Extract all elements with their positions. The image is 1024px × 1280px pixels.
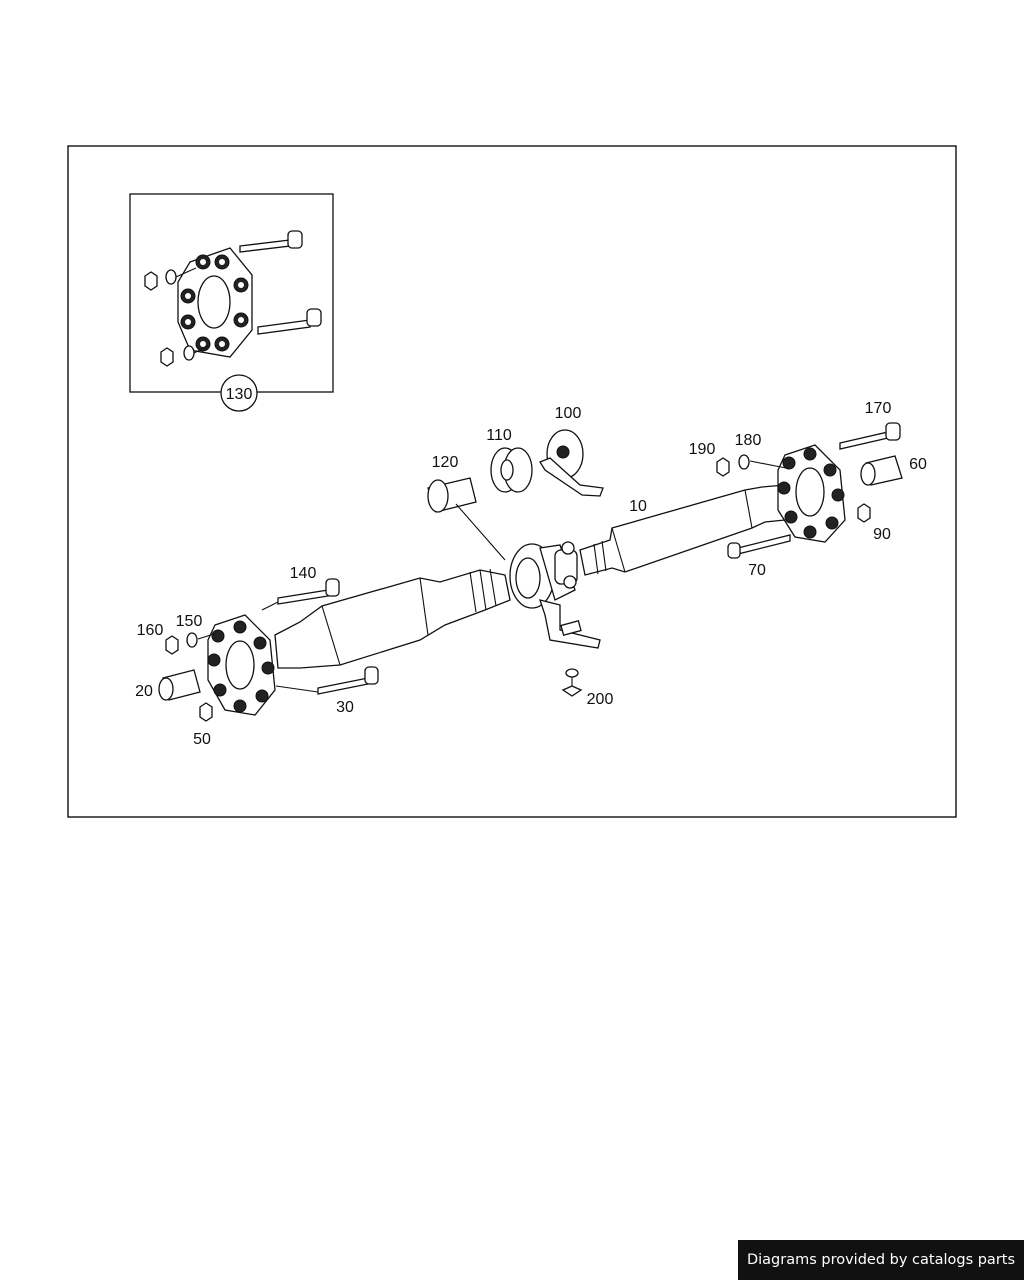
label-20: 20 bbox=[135, 683, 153, 700]
label-120: 120 bbox=[432, 454, 459, 471]
label-140: 140 bbox=[290, 565, 317, 582]
label-10: 10 bbox=[629, 498, 647, 515]
label-190: 190 bbox=[689, 441, 716, 458]
label-180: 180 bbox=[735, 432, 762, 449]
label-50: 50 bbox=[193, 731, 211, 748]
label-200: 200 bbox=[587, 691, 614, 708]
loose-parts bbox=[158, 422, 903, 722]
label-160: 160 bbox=[137, 622, 164, 639]
label-110: 110 bbox=[486, 427, 512, 444]
propeller-shaft bbox=[274, 484, 803, 669]
diagram-frame bbox=[67, 145, 957, 818]
label-170: 170 bbox=[865, 400, 892, 417]
label-30: 30 bbox=[336, 699, 354, 716]
label-150: 150 bbox=[176, 613, 203, 630]
label-90: 90 bbox=[873, 526, 891, 543]
label-70: 70 bbox=[748, 562, 766, 579]
credit-banner: Diagrams provided by catalogs parts bbox=[738, 1240, 1024, 1280]
inset-flex-disc-kit bbox=[129, 193, 334, 412]
label-60: 60 bbox=[909, 456, 927, 473]
front-flex-disc bbox=[777, 444, 846, 543]
label-130: 130 bbox=[226, 386, 253, 403]
label-100: 100 bbox=[555, 405, 582, 422]
rear-flex-disc bbox=[207, 614, 276, 716]
